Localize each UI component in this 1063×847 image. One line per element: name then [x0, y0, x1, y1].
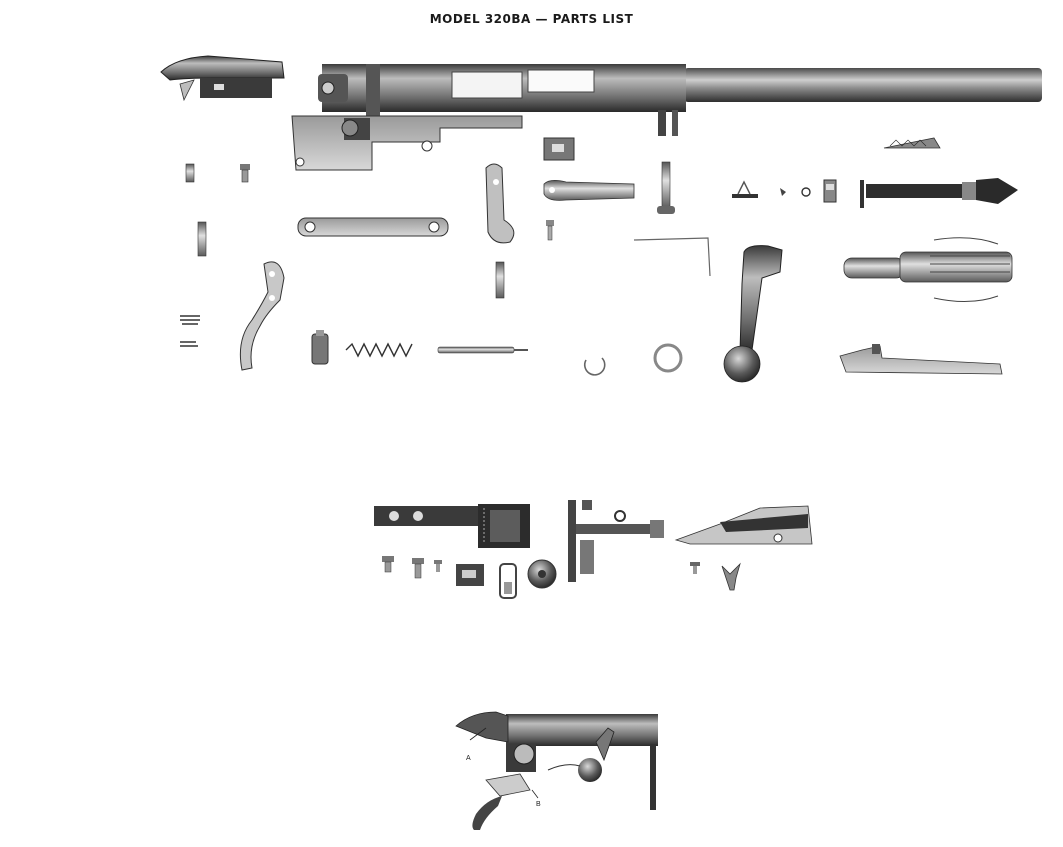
trigger-bracket-part	[374, 504, 530, 548]
small-screw-part	[546, 220, 554, 241]
page-title: MODEL 320BA — PARTS LIST	[429, 12, 634, 26]
spring-clip-part	[180, 315, 200, 347]
set-screw-part	[690, 562, 700, 574]
firing-pin-rod-part	[437, 346, 528, 354]
mid-pin-part	[495, 261, 505, 299]
trigger-part	[239, 261, 285, 371]
clip-part	[732, 180, 758, 198]
washer-part	[801, 187, 811, 197]
ejector-part	[543, 180, 635, 201]
wire-spring-part	[633, 237, 711, 277]
split-ring-part	[583, 357, 606, 376]
serrated-blade-part	[883, 137, 941, 149]
adjustment-screw-part	[568, 500, 664, 582]
stud-part	[657, 161, 675, 214]
assembly-inset	[455, 711, 658, 830]
pin-part	[185, 163, 195, 183]
sear-plate-part	[674, 505, 813, 545]
bolt-body-part	[860, 178, 1018, 208]
sear-lever-part	[485, 163, 515, 244]
trigger-housing-part	[291, 115, 523, 171]
small-block-part	[823, 179, 837, 203]
plunger-part	[311, 330, 329, 365]
extractor-blade-part	[839, 344, 1003, 375]
knurled-nut-part	[527, 559, 557, 589]
wing-clip-part	[721, 562, 741, 591]
ring-part	[653, 343, 683, 373]
tiny-screw-part	[780, 188, 786, 196]
barreled-receiver-part	[318, 64, 1042, 136]
guard-strap-part	[297, 217, 449, 237]
long-pin-part	[197, 221, 207, 257]
square-nut-part	[456, 564, 484, 586]
coil-spring-part	[345, 342, 413, 358]
screw-part	[240, 164, 250, 183]
safety-block-part	[543, 137, 575, 161]
screw-small-2	[412, 558, 424, 579]
bolt-handle-part	[723, 245, 783, 383]
screw-small-3	[434, 560, 442, 572]
bolt-shroud-part	[160, 55, 285, 102]
screw-small-1	[382, 556, 394, 573]
bolt-sleeve-part	[843, 237, 1013, 303]
callout-b: B	[536, 801, 541, 808]
callout-a: A	[466, 755, 471, 762]
retainer-part	[499, 563, 517, 599]
